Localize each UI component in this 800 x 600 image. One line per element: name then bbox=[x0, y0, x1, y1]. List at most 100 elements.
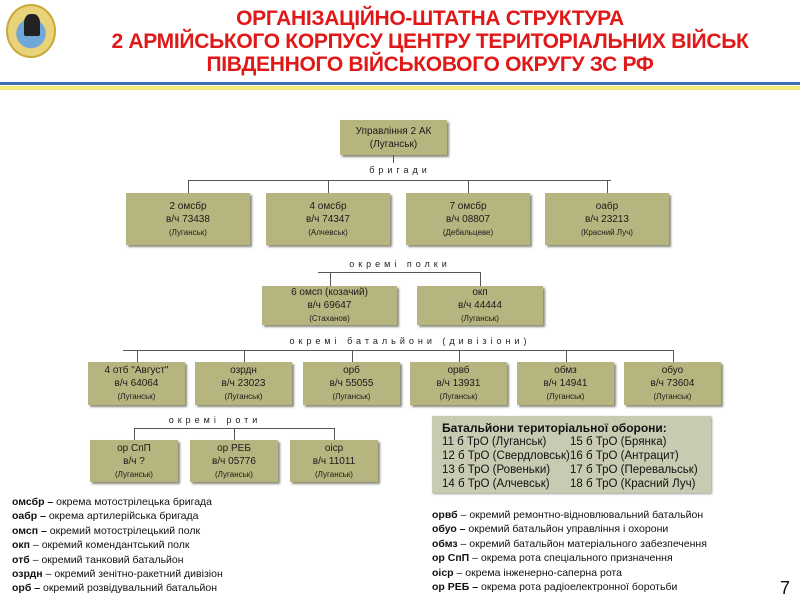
unit-name: 4 отб "Август" bbox=[104, 365, 169, 376]
battalion-box: обмз в/ч 14941 (Луганськ) bbox=[517, 362, 614, 405]
tro-item: 13 б ТрО (Ровеньки) bbox=[442, 464, 551, 476]
connector bbox=[480, 272, 481, 286]
connector bbox=[328, 180, 329, 193]
unit-name: окп bbox=[472, 287, 488, 298]
unit-loc: (Луганськ) bbox=[439, 392, 478, 401]
unit-loc: (Алчевськ) bbox=[308, 227, 348, 237]
unit-unit: в/ч 64064 bbox=[114, 378, 159, 389]
legend-item: ор РЕБ – окрема рота радіоелектронної бо… bbox=[432, 581, 678, 594]
group-label-battalions: окремі батальйони (дивізіони) bbox=[289, 336, 531, 346]
unit-loc: (Луганськ) bbox=[332, 392, 371, 401]
connector bbox=[334, 428, 335, 440]
legend-item: орвб – окремий ремонтно-відновлювальний … bbox=[432, 509, 704, 521]
legend-item: омсбр – окрема мотострілецька бригада bbox=[12, 496, 213, 508]
regiment-box: окп в/ч 44444 (Луганськ) bbox=[417, 286, 543, 325]
group-label-regiments: окремі полки bbox=[349, 259, 451, 269]
unit-loc: (Луганськ) bbox=[215, 469, 253, 479]
unit-unit: в/ч ? bbox=[123, 455, 145, 467]
legend-item: омсп – окремий мотострілецький полк bbox=[12, 524, 201, 537]
legend-left: омсбр – окрема мотострілецька бригада оа… bbox=[12, 495, 223, 596]
unit-loc: (Луганськ) bbox=[315, 469, 353, 479]
legend-item: оабр – окрема артилерійська бригада bbox=[12, 510, 199, 523]
divider-yellow bbox=[0, 86, 800, 90]
connector bbox=[468, 180, 469, 193]
unit-unit: в/ч 44444 bbox=[458, 300, 502, 311]
root-name: Управління 2 АК bbox=[355, 125, 432, 137]
unit-loc: (Дебальцеве) bbox=[442, 227, 494, 237]
legend-item: обуо – окремий батальйон управління і ох… bbox=[432, 523, 669, 536]
unit-loc: (Луганськ) bbox=[653, 392, 692, 401]
unit-name: оабр bbox=[595, 200, 619, 212]
unit-unit: в/ч 23213 bbox=[585, 213, 629, 225]
unit-unit: в/ч 13931 bbox=[436, 378, 481, 389]
tro-item: 17 б ТрО (Перевальськ) bbox=[570, 464, 698, 476]
tro-item: 12 б ТрО (Свердловськ) bbox=[442, 450, 570, 462]
connector bbox=[607, 180, 608, 193]
battalion-box: орвб в/ч 13931 (Луганськ) bbox=[410, 362, 507, 405]
connector bbox=[458, 350, 460, 362]
connector bbox=[329, 272, 331, 286]
territorial-defense-box: Батальйони територіальної оборони: 11 б … bbox=[432, 416, 711, 493]
divider-blue bbox=[0, 82, 800, 85]
battalion-box: орб в/ч 55055 (Луганськ) bbox=[303, 362, 400, 405]
title-line-3: ПІВДЕННОГО ВІЙСЬКОВОГО ОКРУГУ ЗС РФ bbox=[206, 53, 654, 76]
unit-loc: (Луганськ) bbox=[461, 314, 499, 323]
group-label-companies: окремі роти bbox=[168, 415, 262, 425]
regiment-box: 6 омсп (козачий)в/ч 69647(Стаханов) bbox=[262, 286, 397, 325]
connector bbox=[188, 180, 189, 193]
connector bbox=[134, 428, 135, 440]
unit-name: оіср bbox=[324, 442, 344, 454]
unit-name: орвб bbox=[447, 365, 470, 376]
unit-name: 6 омсп (козачий) bbox=[291, 287, 368, 298]
unit-name: 4 омсбр bbox=[309, 200, 347, 212]
unit-name: обуо bbox=[661, 365, 684, 376]
legend-item: окп – окремий комендантський полк bbox=[12, 539, 190, 552]
unit-unit: в/ч 55055 bbox=[329, 378, 374, 389]
emblem-logo bbox=[6, 4, 56, 58]
unit-unit: в/ч 14941 bbox=[543, 378, 588, 389]
unit-unit: в/ч 69647 bbox=[307, 300, 352, 311]
tro-title: Батальйони територіальної оборони: bbox=[442, 421, 667, 435]
battalion-box: 4 отб "Август" в/ч 64064 (Луганськ) bbox=[88, 362, 185, 405]
legend-item: отб – окремий танковий батальйон bbox=[12, 553, 184, 566]
connector bbox=[243, 350, 245, 362]
connector bbox=[189, 180, 611, 181]
unit-name: ор СпП bbox=[117, 442, 151, 454]
tro-item: 11 б ТрО (Луганськ) bbox=[442, 436, 547, 448]
unit-loc: (Луганськ) bbox=[117, 392, 156, 401]
unit-unit: в/ч 05776 bbox=[212, 455, 256, 467]
unit-name: ор РЕБ bbox=[217, 442, 251, 454]
unit-name: орб bbox=[343, 365, 360, 376]
unit-name: 7 омсбр bbox=[449, 200, 487, 212]
unit-unit: в/ч 73604 bbox=[650, 378, 695, 389]
tro-item: 14 б ТрО (Алчевськ) bbox=[442, 478, 550, 490]
battalion-box: обуо в/ч 73604 (Луганськ) bbox=[624, 362, 721, 405]
unit-unit: в/ч 73438 bbox=[166, 213, 210, 225]
unit-name: озрдн bbox=[230, 365, 257, 376]
tro-item: 15 б ТрО (Брянка) bbox=[570, 436, 667, 448]
title-line-1: ОРГАНІЗАЦІЙНО-ШТАТНА СТРУКТУРА bbox=[236, 7, 624, 30]
unit-loc: (Красний Луч) bbox=[581, 227, 633, 237]
connector bbox=[351, 350, 353, 362]
legend-item: обмз – окремий батальйон матеріального з… bbox=[432, 537, 707, 550]
legend-item: орб – окремий розвідувальний батальйон bbox=[12, 582, 217, 595]
legend-item: оіср – окрема інженерно-саперна рота bbox=[432, 566, 622, 579]
group-label-brigades: бригади bbox=[369, 165, 431, 175]
legend-right: орвб – окремий ремонтно-відновлювальний … bbox=[432, 508, 707, 594]
connector bbox=[234, 428, 235, 440]
legend-item: озрдн – окремий зенітно-ракетний дивізіо… bbox=[12, 568, 223, 581]
unit-loc: (Луганськ) bbox=[546, 392, 585, 401]
unit-name: обмз bbox=[554, 365, 577, 376]
unit-unit: в/ч 08807 bbox=[446, 213, 490, 225]
unit-loc: (Луганськ) bbox=[169, 227, 207, 237]
unit-unit: в/ч 23023 bbox=[221, 378, 266, 389]
tro-item: 16 б ТрО (Антрацит) bbox=[570, 450, 679, 462]
root-box: Управління 2 АК (Луганськ) bbox=[340, 120, 447, 155]
